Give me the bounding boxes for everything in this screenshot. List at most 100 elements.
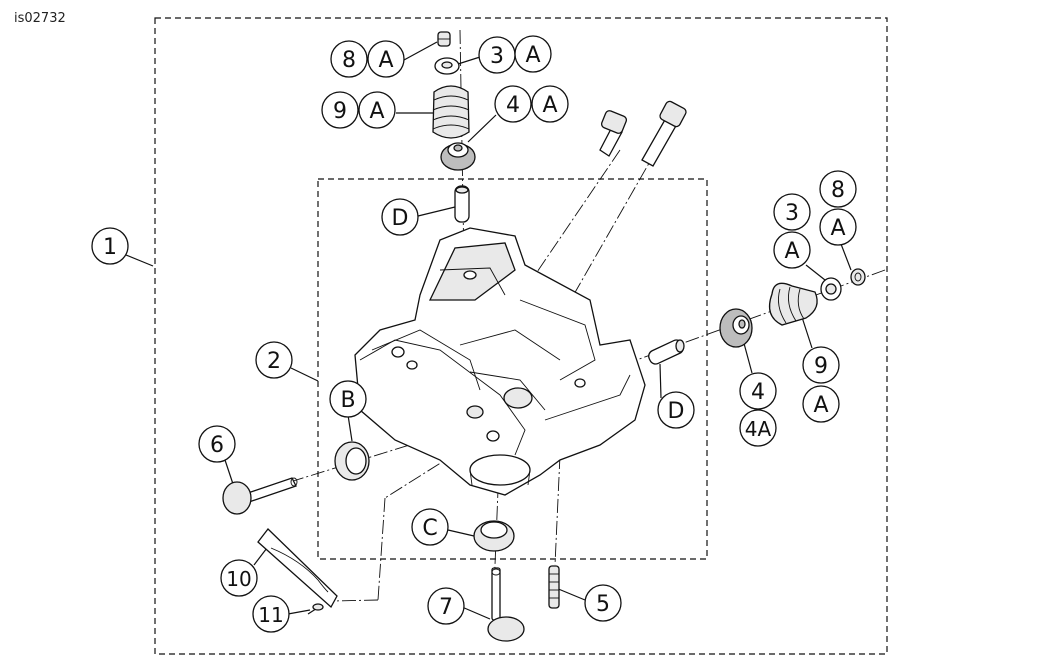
assembly-boundary-inner xyxy=(317,178,708,560)
callout-c2: 2 xyxy=(255,341,293,379)
callout-label: 4 xyxy=(506,93,520,118)
trim-plate xyxy=(257,528,338,609)
callout-circle xyxy=(584,584,622,622)
callout-c7: 7 xyxy=(427,587,465,625)
callout-circle xyxy=(91,227,129,265)
callout-label: A xyxy=(813,393,828,418)
assembly-boundary-outer xyxy=(154,17,888,655)
callout-label: 9 xyxy=(333,99,347,124)
callout-circle xyxy=(330,40,368,78)
right-spring-retainer xyxy=(820,277,842,301)
callout-kC: C xyxy=(411,508,449,546)
callout-circle xyxy=(358,91,396,129)
callout-c5: 5 xyxy=(584,584,622,622)
callout-circle xyxy=(220,559,258,597)
right-dowel-pin xyxy=(648,339,685,365)
callout-label: A xyxy=(525,43,540,68)
callout-circle xyxy=(773,231,811,269)
intake-valve xyxy=(222,477,298,515)
callout-kB: B xyxy=(329,380,367,418)
top-dowel-pin xyxy=(454,185,470,223)
right-valve-seal xyxy=(719,308,753,348)
callout-kA2: A xyxy=(514,35,552,73)
callout-label: 9 xyxy=(814,354,828,379)
callout-circle xyxy=(739,409,777,447)
plate-screw xyxy=(307,603,324,615)
callout-c4A: 4A xyxy=(739,409,777,447)
callout-c9a: 9 xyxy=(321,91,359,129)
callout-label: D xyxy=(668,399,685,424)
callout-kA6: A xyxy=(773,231,811,269)
callout-label: 10 xyxy=(226,567,251,591)
callout-label: 7 xyxy=(439,595,453,620)
valve-seat-c xyxy=(473,520,515,552)
callout-c1: 1 xyxy=(91,227,129,265)
callout-kA1: A xyxy=(367,40,405,78)
callout-label: B xyxy=(340,388,355,413)
head-bolt-left xyxy=(599,110,628,157)
callout-c10: 10 xyxy=(220,559,258,597)
callout-circle xyxy=(381,198,419,236)
callout-label: 3 xyxy=(785,201,799,226)
callout-kA7: A xyxy=(802,385,840,423)
callout-label: 4A xyxy=(745,417,772,441)
callout-label: 6 xyxy=(210,433,224,458)
callout-circle xyxy=(329,380,367,418)
callout-circle xyxy=(411,508,449,546)
callout-label: A xyxy=(784,239,799,264)
callout-circle xyxy=(514,35,552,73)
callout-kA5: A xyxy=(819,208,857,246)
callout-circle xyxy=(255,341,293,379)
callout-c3b: 3 xyxy=(773,193,811,231)
callout-circle xyxy=(739,372,777,410)
callout-label: 1 xyxy=(103,235,117,260)
right-valve-spring xyxy=(768,282,818,326)
callout-circle xyxy=(802,346,840,384)
head-bolt-right xyxy=(641,100,687,167)
callout-circle xyxy=(367,40,405,78)
callout-label: 8 xyxy=(831,178,845,203)
callout-circle xyxy=(773,193,811,231)
callout-c8b: 8 xyxy=(819,170,857,208)
callout-circle xyxy=(819,208,857,246)
callout-kA3: A xyxy=(358,91,396,129)
callout-label: A xyxy=(830,216,845,241)
callout-label: 3 xyxy=(490,44,504,69)
callout-c11: 11 xyxy=(252,595,290,633)
valve-seat-b xyxy=(334,441,370,481)
callout-circle xyxy=(427,587,465,625)
callout-circle xyxy=(198,425,236,463)
callout-label: D xyxy=(392,206,409,231)
callout-circle xyxy=(252,595,290,633)
right-keeper xyxy=(850,268,866,286)
callout-circle xyxy=(819,170,857,208)
callout-c9b: 9 xyxy=(802,346,840,384)
stud xyxy=(548,565,560,609)
callout-label: 4 xyxy=(751,380,765,405)
callout-kD2: D xyxy=(657,391,695,429)
callout-label: 8 xyxy=(342,48,356,73)
top-valve-seal xyxy=(440,142,476,171)
callout-circle xyxy=(657,391,695,429)
callout-label: A xyxy=(369,99,384,124)
callout-c3a: 3 xyxy=(478,36,516,74)
callout-circle xyxy=(802,385,840,423)
callout-circle xyxy=(531,85,569,123)
callout-c6: 6 xyxy=(198,425,236,463)
callout-kD1: D xyxy=(381,198,419,236)
top-spring-retainer xyxy=(434,57,460,75)
callout-label: A xyxy=(378,48,393,73)
callout-label: A xyxy=(542,93,557,118)
callout-c8a: 8 xyxy=(330,40,368,78)
cylinder-head xyxy=(354,227,646,496)
top-keeper xyxy=(437,31,451,47)
callout-circle xyxy=(321,91,359,129)
callout-label: 5 xyxy=(596,592,610,617)
callout-circle xyxy=(494,85,532,123)
callout-label: 11 xyxy=(258,603,283,627)
callout-kA4: A xyxy=(531,85,569,123)
exhaust-valve xyxy=(487,567,525,642)
top-valve-spring xyxy=(432,85,470,139)
